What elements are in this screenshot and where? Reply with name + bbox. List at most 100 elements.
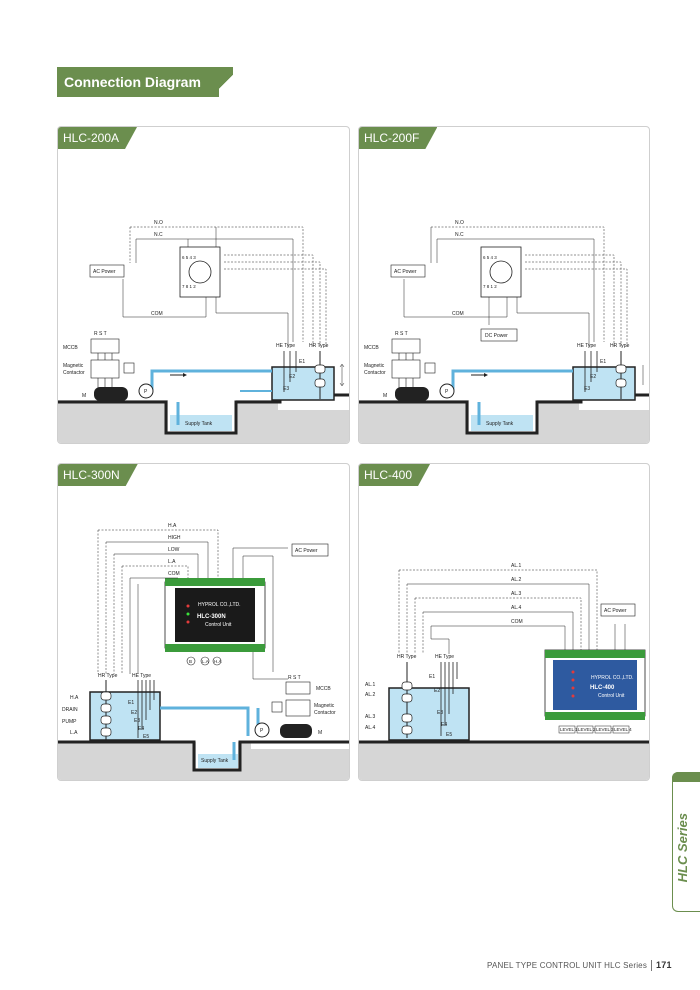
svg-text:Control Unit: Control Unit [598,693,625,699]
dc-power-box [480,328,518,342]
svg-text:L.A: L.A [70,730,78,736]
svg-text:HLC-300N: HLC-300N [197,614,226,620]
svg-text:AC Power: AC Power [604,608,627,614]
svg-text:AC Power: AC Power [93,269,116,275]
svg-text:AC Power: AC Power [394,269,417,275]
svg-text:E3: E3 [134,718,140,724]
svg-text:N.O: N.O [154,220,163,226]
svg-text:N.O: N.O [455,220,464,226]
mccb-box [90,338,120,354]
svg-text:R S T: R S T [288,675,301,681]
svg-text:E2: E2 [131,710,137,716]
svg-text:COM: COM [168,571,180,577]
svg-text:HYPROL CO.,LTD.: HYPROL CO.,LTD. [591,675,634,681]
page-number: 171 [656,960,672,970]
svg-text:7 8 1 2: 7 8 1 2 [483,284,497,289]
svg-text:AL.4: AL.4 [511,605,522,611]
motor [94,387,128,401]
ac-power-box [89,264,125,278]
svg-text:HR Type: HR Type [98,673,118,679]
svg-text:7 8 1 2: 7 8 1 2 [182,284,196,289]
footer-text: PANEL TYPE CONTROL UNIT HLC Series [487,961,648,970]
svg-text:P: P [445,389,449,395]
svg-text:PUMP: PUMP [62,719,77,725]
panel-hlc-200a: HLC-200A Supply Tank 6 5 4 3 7 8 1 2 N.O [57,126,350,444]
relay-socket [480,246,522,298]
svg-text:AL.2: AL.2 [511,577,522,583]
svg-text:COM: COM [511,619,523,625]
svg-text:Magnetic: Magnetic [314,703,335,709]
svg-text:AL.1: AL.1 [365,682,376,688]
side-tab: HLC Series [672,772,700,912]
svg-text:E4: E4 [441,722,447,728]
svg-text:Control Unit: Control Unit [205,622,232,628]
svg-text:HE Type: HE Type [132,673,151,679]
svg-text:COM: COM [452,311,464,317]
svg-text:H.A: H.A [70,695,79,701]
svg-text:E3: E3 [437,710,443,716]
svg-text:DRAIN: DRAIN [62,707,78,713]
hlc-200f-diagram: Supply Tank 6 5 4 3 7 8 1 2 N.O N.C AC P… [359,220,649,443]
main-tank [89,691,161,741]
svg-text:R S T: R S T [395,331,408,337]
svg-text:AC Power: AC Power [295,548,318,554]
svg-text:AL.2: AL.2 [365,692,376,698]
svg-text:R S T: R S T [94,331,107,337]
svg-text:P: P [144,389,148,395]
svg-text:HE Type: HE Type [435,654,454,660]
svg-text:M: M [383,393,387,399]
svg-text:MCCB: MCCB [316,686,331,692]
supply-tank-water [170,415,232,431]
svg-text:HE Type: HE Type [276,343,295,349]
svg-text:E2: E2 [434,688,440,694]
svg-text:LEVEL 1: LEVEL 1 [560,727,578,732]
svg-text:M: M [318,730,322,736]
supply-tank-label: Supply Tank [201,758,229,764]
svg-text:E2: E2 [289,374,295,380]
svg-text:HYPROL CO.,LTD.: HYPROL CO.,LTD. [198,602,241,608]
hlc-300n-diagram: Supply Tank HYPROL CO.,LTD. HLC-300N Con… [58,523,349,780]
svg-text:P: P [260,728,264,734]
svg-text:COM: COM [151,311,163,317]
svg-text:DC Power: DC Power [485,333,508,339]
panel-hlc-400: HLC-400 HYPROL CO.,LTD. HLC-400 Control … [358,463,650,781]
svg-text:6 5 4 3: 6 5 4 3 [182,255,196,260]
panel-tag-hlc-200a: HLC-200A [58,127,137,149]
panel-hlc-300n: HLC-300N Supply Tank HYPROL CO.,LTD. HLC… [57,463,350,781]
svg-text:AL.4: AL.4 [365,725,376,731]
main-tank [388,687,470,741]
svg-text:AL.3: AL.3 [511,591,522,597]
svg-text:6 5 4 3: 6 5 4 3 [483,255,497,260]
supply-tank-label: Supply Tank [486,421,514,427]
svg-text:LEVEL 4: LEVEL 4 [614,727,632,732]
svg-text:E1: E1 [600,359,606,365]
svg-text:E5: E5 [446,732,452,738]
pump [138,383,154,399]
panel-tag-hlc-400: HLC-400 [359,464,430,486]
side-tab-label: HLC Series [675,813,690,883]
svg-text:MCCB: MCCB [364,345,379,351]
svg-text:Contactor: Contactor [314,710,336,716]
svg-text:HR Type: HR Type [309,343,329,349]
svg-text:HR Type: HR Type [610,343,630,349]
svg-text:H.A: H.A [214,659,222,664]
svg-text:L.A: L.A [168,559,176,565]
svg-text:LOW: LOW [168,547,180,553]
svg-text:E4: E4 [138,726,144,732]
svg-text:Contactor: Contactor [63,370,85,376]
panel-tag-hlc-200f: HLC-200F [359,127,437,149]
panel-hlc-200f: HLC-200F Supply Tank 6 5 4 3 7 8 1 2 N.O… [358,126,650,444]
svg-text:H.A: H.A [168,523,177,529]
footer: PANEL TYPE CONTROL UNIT HLC Series 171 [487,960,672,972]
svg-text:N.C: N.C [154,232,163,238]
svg-text:L.A: L.A [202,659,209,664]
svg-text:Magnetic: Magnetic [63,363,84,369]
svg-text:MCCB: MCCB [63,345,78,351]
supply-tank-label: Supply Tank [185,421,213,427]
svg-text:HR Type: HR Type [397,654,417,660]
svg-text:B: B [189,659,192,664]
page-title: Connection Diagram [57,67,233,97]
footer-separator [651,960,653,972]
svg-text:HIGH: HIGH [168,535,181,541]
svg-text:M: M [82,393,86,399]
